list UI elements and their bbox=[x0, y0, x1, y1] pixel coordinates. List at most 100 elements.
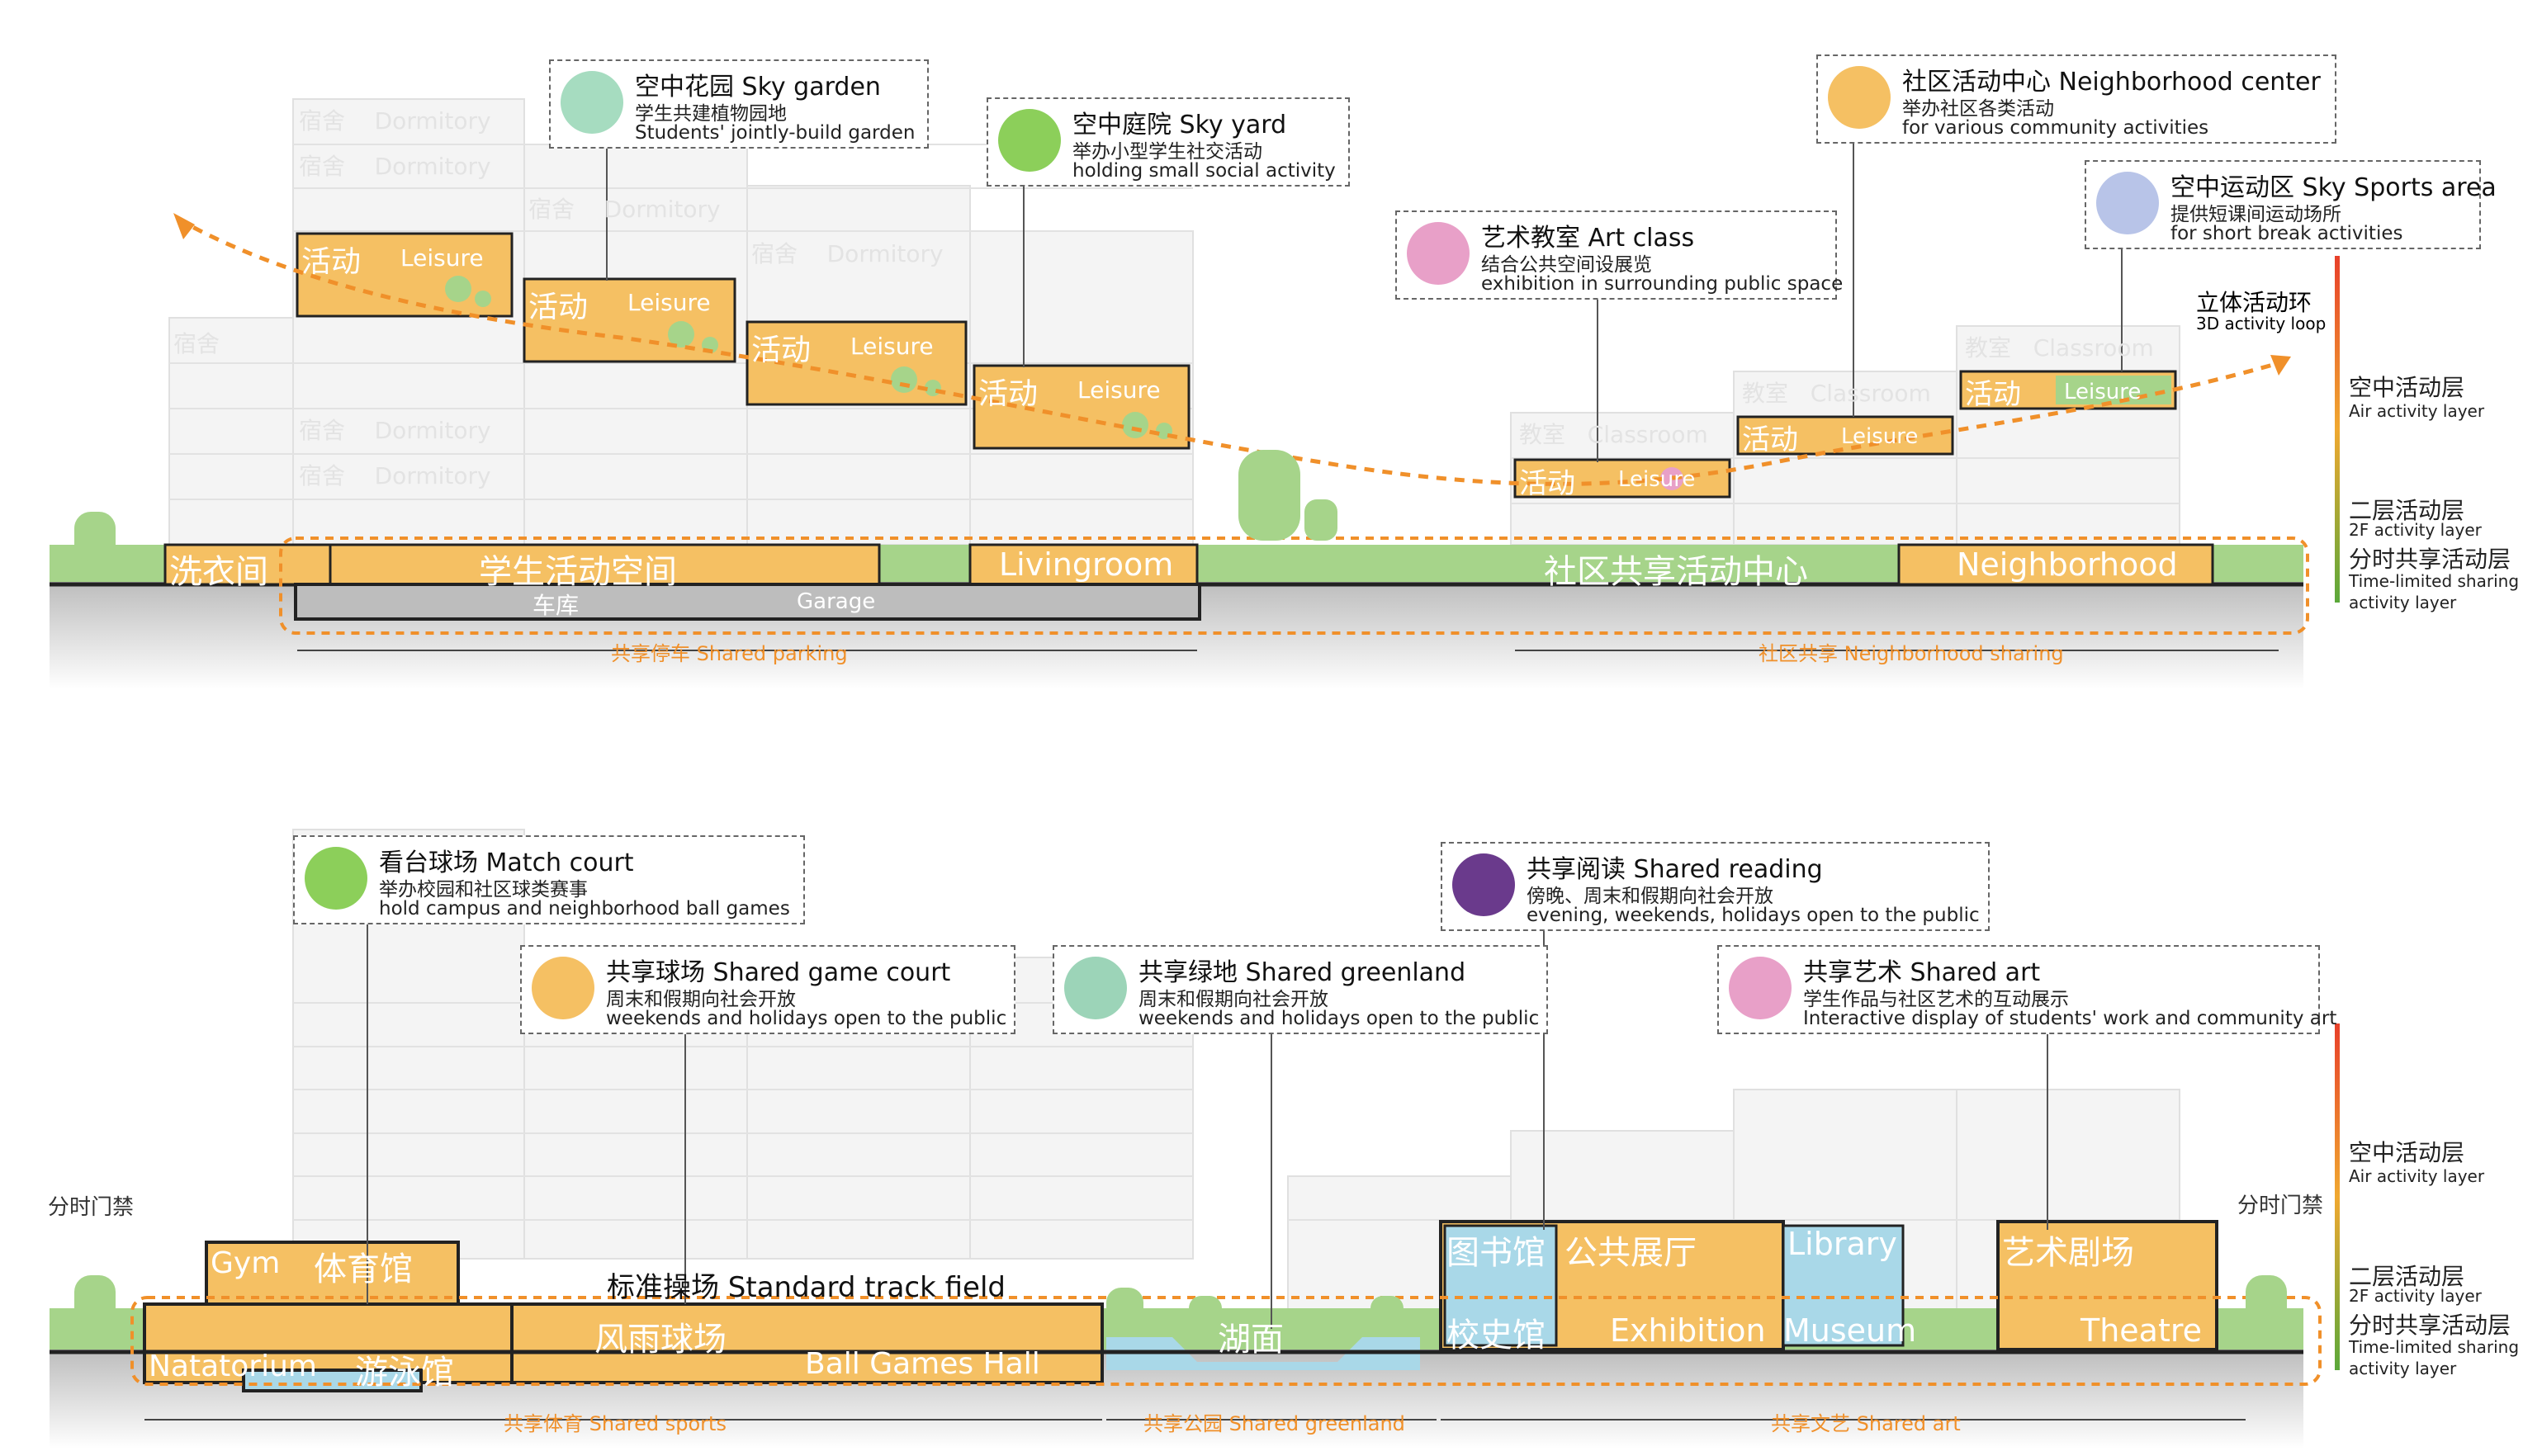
activity-label: 活动 bbox=[1742, 423, 1798, 456]
dorm-label: 宿舍 Dormitory bbox=[528, 196, 721, 223]
loop-label-cn: 立体活动环 bbox=[2196, 289, 2312, 316]
lake-water bbox=[1106, 1337, 1420, 1370]
shared-parking-label: 共享停车 Shared parking bbox=[611, 642, 848, 665]
callout-sub-cn: 傍晚、周末和假期向社会开放 bbox=[1527, 886, 1773, 907]
callout-art-class: 艺术教室 Art class 结合公共空间设展览 exhibition in s… bbox=[1395, 210, 1843, 300]
classroom-label: 教室 Classroom bbox=[1519, 421, 1708, 448]
sports-figure-icon bbox=[2096, 172, 2159, 234]
callout-sub-en: Students' jointly-build garden bbox=[635, 122, 916, 144]
callout-sub-cn: 举办社区各类活动 bbox=[1902, 98, 2054, 120]
callout-sub-cn: 学生共建植物园地 bbox=[635, 103, 787, 125]
callout-sub-en: Interactive display of students' work an… bbox=[1803, 1008, 2337, 1029]
callout-sub-cn: 举办校园和社区球类赛事 bbox=[379, 879, 588, 901]
callout-sub-cn: 举办小型学生社交活动 bbox=[1072, 141, 1262, 163]
activity-label: 活动 bbox=[528, 291, 589, 324]
top-leader-lines bbox=[606, 140, 2123, 462]
callout-sky-garden: 空中花园 Sky garden 学生共建植物园地 Students' joint… bbox=[549, 59, 929, 149]
leisure-label: Leisure bbox=[1841, 424, 1919, 449]
rain-court-label: 风雨球场 bbox=[594, 1321, 727, 1359]
palette-icon bbox=[1407, 222, 1470, 285]
leisure-label: Leisure bbox=[1618, 467, 1696, 492]
tree-icon bbox=[1064, 957, 1127, 1019]
museum-label: Museum bbox=[1783, 1312, 1917, 1349]
leisure-label: Leisure bbox=[400, 244, 484, 272]
activity-label: 活动 bbox=[978, 377, 1039, 411]
leisure-label: Leisure bbox=[627, 289, 711, 316]
callout-sky-sports: 空中运动区 Sky Sports area 提供短课间运动场所 for shor… bbox=[2085, 160, 2497, 249]
dorm-label: 宿舍 bbox=[173, 330, 220, 357]
neighborhood-sharing-label: 社区共享 Neighborhood sharing bbox=[1759, 642, 2064, 665]
callout-shared-reading: 共享阅读 Shared reading 傍晚、周末和假期向社会开放 evenin… bbox=[1441, 842, 1990, 931]
callout-sub-en: holding small social activity bbox=[1072, 160, 1336, 182]
callout-sub-cn: 结合公共空间设展览 bbox=[1481, 254, 1652, 276]
callout-sub-en: for various community activities bbox=[1902, 117, 2209, 139]
timed-layer-en1: Time-limited sharing bbox=[2349, 1337, 2520, 1357]
floor-trees bbox=[445, 276, 2156, 490]
shared-sports-label: 共享体育 Shared sports bbox=[504, 1412, 727, 1435]
theatre-en-label: Theatre bbox=[2080, 1312, 2203, 1349]
gym-en-label: Gym bbox=[211, 1246, 281, 1280]
arch-icon bbox=[1729, 957, 1792, 1019]
leisure-label: Leisure bbox=[1077, 376, 1161, 404]
callout-shared-greenland: 共享绿地 Shared greenland 周末和假期向社会开放 weekend… bbox=[1053, 945, 1548, 1034]
loop-label-en: 3D activity loop bbox=[2196, 314, 2327, 333]
pool bbox=[242, 1369, 423, 1392]
dorm-label: 宿舍 Dormitory bbox=[299, 417, 491, 444]
activity-loop bbox=[176, 216, 2279, 486]
callout-title: 艺术教室 Art class bbox=[1481, 224, 1695, 253]
basketball-player-icon bbox=[305, 847, 367, 910]
sky-sports-strip bbox=[2056, 376, 2171, 404]
natatorium-en-label: Natatorium bbox=[149, 1350, 317, 1383]
livingroom-label: Livingroom bbox=[999, 546, 1174, 583]
lake-label: 湖面 bbox=[1218, 1321, 1284, 1359]
people-icon bbox=[998, 109, 1061, 172]
shared-park-label: 共享公园 Shared greenland bbox=[1143, 1412, 1405, 1435]
neighborhood-label: Neighborhood bbox=[1957, 546, 2178, 583]
library-blue bbox=[1443, 1224, 1905, 1347]
bottom-trees bbox=[74, 1275, 2287, 1337]
air-layer-en: Air activity layer bbox=[2349, 401, 2485, 421]
second-layer-cn: 二层活动层 bbox=[2349, 1263, 2465, 1290]
activity-label: 活动 bbox=[1965, 378, 2021, 411]
callout-sub-cn: 周末和假期向社会开放 bbox=[1138, 989, 1328, 1010]
top-ground-blocks bbox=[163, 543, 2214, 586]
laundry-label: 洗衣间 bbox=[169, 553, 268, 591]
callout-match-court: 看台球场 Match court 举办校园和社区球类赛事 hold campus… bbox=[293, 835, 805, 924]
top-sharing-outline bbox=[279, 537, 2309, 635]
activity-label: 活动 bbox=[751, 333, 812, 367]
timed-layer-cn: 分时共享活动层 bbox=[2349, 546, 2511, 573]
timed-gate-left: 分时门禁 bbox=[48, 1195, 135, 1220]
timed-layer-en1: Time-limited sharing bbox=[2349, 571, 2520, 591]
bottom-layer-bar bbox=[2335, 1023, 2340, 1370]
ball-games-hall-label: Ball Games Hall bbox=[805, 1347, 1040, 1381]
bottom-leader-lines bbox=[367, 924, 2048, 1329]
activity-label: 活动 bbox=[1519, 467, 1575, 500]
callout-title: 共享艺术 Shared art bbox=[1803, 958, 2041, 987]
second-layer-en: 2F activity layer bbox=[2349, 520, 2482, 540]
library-cn-label: 图书馆 bbox=[1446, 1234, 1546, 1272]
air-layer-cn: 空中活动层 bbox=[2349, 1139, 2465, 1166]
callout-sky-yard: 空中庭院 Sky yard 举办小型学生社交活动 holding small s… bbox=[987, 97, 1350, 187]
garage-cn-label: 车库 bbox=[533, 592, 580, 619]
callout-shared-game-court: 共享球场 Shared game court 周末和假期向社会开放 weeken… bbox=[520, 945, 1015, 1034]
loop-arrow-left bbox=[173, 213, 195, 239]
leaf-icon bbox=[561, 71, 623, 134]
callout-sub-cn: 学生作品与社区艺术的互动展示 bbox=[1803, 989, 2069, 1010]
callout-sub-cn: 提供短课间运动场所 bbox=[2170, 204, 2341, 225]
racket-icon bbox=[532, 957, 594, 1019]
book-icon bbox=[1452, 853, 1515, 916]
campus-hall-label: 校史馆 bbox=[1446, 1317, 1546, 1354]
loop-arrow-right bbox=[2270, 355, 2291, 376]
dorm-label: 宿舍 Dormitory bbox=[299, 462, 491, 489]
theatre-cn-label: 艺术剧场 bbox=[2002, 1234, 2134, 1272]
leisure-label: Leisure bbox=[2064, 380, 2142, 404]
callout-sub-en: hold campus and neighborhood ball games bbox=[379, 898, 790, 919]
community-center-label: 社区共享活动中心 bbox=[1544, 553, 1808, 591]
gym-cn-label: 体育馆 bbox=[314, 1250, 413, 1288]
callout-neighborhood-center: 社区活动中心 Neighborhood center 举办社区各类活动 for … bbox=[1816, 54, 2336, 144]
classroom-label: 教室 Classroom bbox=[1965, 334, 2154, 362]
dorm-label: 宿舍 Dormitory bbox=[751, 240, 944, 267]
dorm-label: 宿舍 Dormitory bbox=[299, 107, 491, 135]
garage-block bbox=[294, 583, 1201, 621]
